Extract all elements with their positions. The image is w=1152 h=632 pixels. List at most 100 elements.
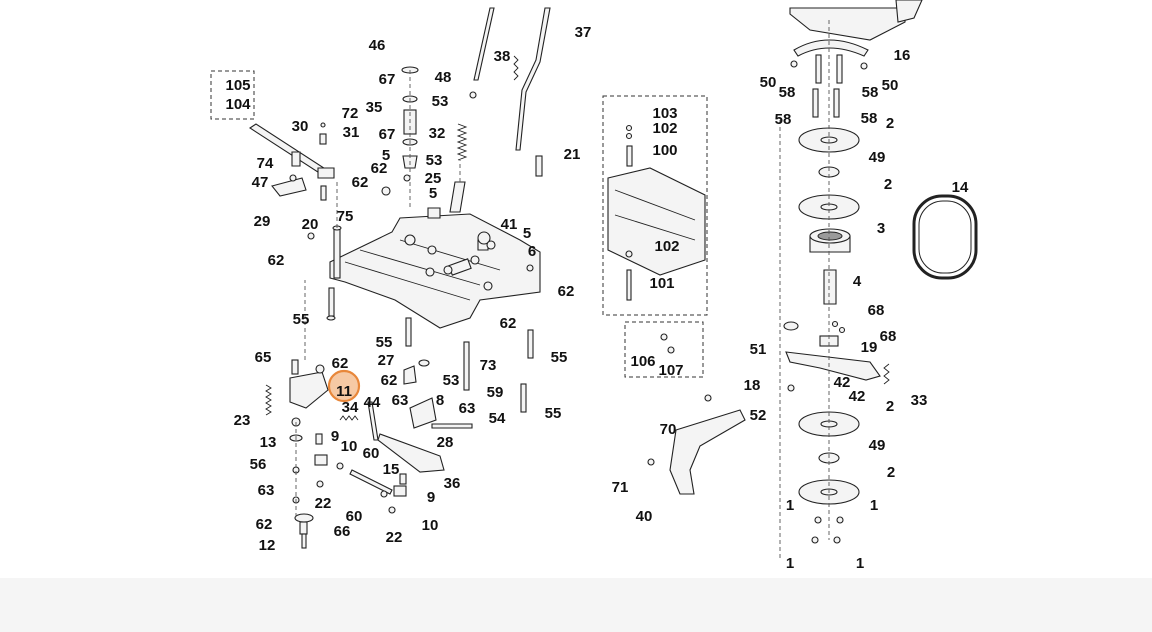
callout-56: 56 xyxy=(250,456,267,473)
callout-68: 68 xyxy=(868,302,885,319)
callout-9: 9 xyxy=(331,428,339,445)
callout-32: 32 xyxy=(429,125,446,142)
callout-16: 16 xyxy=(894,47,911,64)
inset-plate-assembly xyxy=(607,124,706,354)
bottom-band xyxy=(0,578,1152,632)
callout-47: 47 xyxy=(252,174,269,191)
callout-11[interactable]: 11 xyxy=(336,383,352,400)
callout-1: 1 xyxy=(786,555,794,572)
callout-10: 10 xyxy=(422,517,439,534)
callout-20: 20 xyxy=(302,216,319,233)
callout-2: 2 xyxy=(887,464,895,481)
callout-58: 58 xyxy=(775,111,792,128)
callout-5: 5 xyxy=(429,185,437,202)
callout-29: 29 xyxy=(254,213,271,230)
callout-12: 12 xyxy=(259,537,276,554)
callout-54: 54 xyxy=(489,410,506,427)
callout-2: 2 xyxy=(886,398,894,415)
arm-40 xyxy=(669,409,746,495)
callout-101: 101 xyxy=(649,275,674,292)
callout-49: 49 xyxy=(869,437,886,454)
callout-44: 44 xyxy=(364,394,381,411)
callout-1: 1 xyxy=(856,555,864,572)
callout-62: 62 xyxy=(256,516,273,533)
callout-58: 58 xyxy=(861,110,878,127)
callout-62: 62 xyxy=(381,372,398,389)
callout-40: 40 xyxy=(636,508,653,525)
callout-21: 21 xyxy=(564,146,581,163)
callout-6: 6 xyxy=(528,243,536,260)
callout-63: 63 xyxy=(392,392,409,409)
callout-5: 5 xyxy=(382,147,390,164)
callout-46: 46 xyxy=(369,37,386,54)
callout-30: 30 xyxy=(292,118,309,135)
callout-71: 71 xyxy=(612,479,629,496)
callout-59: 59 xyxy=(487,384,504,401)
callout-5: 5 xyxy=(523,225,531,242)
callout-22: 22 xyxy=(386,529,403,546)
callout-68: 68 xyxy=(880,328,897,345)
belt-14 xyxy=(912,194,978,280)
callout-41: 41 xyxy=(501,216,518,233)
callout-72: 72 xyxy=(342,105,359,122)
callout-75: 75 xyxy=(337,208,354,225)
callout-1: 1 xyxy=(870,497,878,514)
highlight-circle xyxy=(327,369,361,403)
shift-lever-37 xyxy=(515,7,551,151)
callout-102: 102 xyxy=(654,238,679,255)
callout-51: 51 xyxy=(750,341,767,358)
callout-55: 55 xyxy=(545,405,562,422)
shift-arm-11 xyxy=(289,371,329,409)
callout-52: 52 xyxy=(750,407,767,424)
callout-18: 18 xyxy=(744,377,761,394)
callout-53: 53 xyxy=(426,152,443,169)
callout-104: 104 xyxy=(225,96,251,113)
callout-2: 2 xyxy=(884,176,892,193)
callout-36: 36 xyxy=(444,475,461,492)
callout-49: 49 xyxy=(869,149,886,166)
callout-63: 63 xyxy=(459,400,476,417)
callout-34: 34 xyxy=(342,399,359,416)
callout-65: 65 xyxy=(255,349,272,366)
callout-62: 62 xyxy=(332,355,349,372)
callout-62: 62 xyxy=(500,315,517,332)
callout-70: 70 xyxy=(660,421,677,438)
callout-67: 67 xyxy=(379,126,396,143)
callout-27: 27 xyxy=(378,352,395,369)
callout-42: 42 xyxy=(834,374,851,391)
callout-38: 38 xyxy=(494,48,511,65)
callout-31: 31 xyxy=(343,124,360,141)
callout-9: 9 xyxy=(427,489,435,506)
callout-62: 62 xyxy=(268,252,285,269)
callout-53: 53 xyxy=(432,93,449,110)
callout-50: 50 xyxy=(760,74,777,91)
callout-15: 15 xyxy=(383,461,400,478)
callout-106: 106 xyxy=(630,353,655,370)
callout-62: 62 xyxy=(352,174,369,191)
callout-62: 62 xyxy=(558,283,575,300)
callout-37: 37 xyxy=(575,24,592,41)
inset-box-100-103 xyxy=(602,95,708,316)
callout-25: 25 xyxy=(425,170,442,187)
callout-19: 19 xyxy=(861,339,878,356)
callout-50: 50 xyxy=(882,77,899,94)
callout-53: 53 xyxy=(443,372,460,389)
callout-2: 2 xyxy=(886,115,894,132)
callout-10: 10 xyxy=(341,438,358,455)
callout-23: 23 xyxy=(234,412,251,429)
callout-4: 4 xyxy=(853,273,862,290)
callout-105: 105 xyxy=(225,77,250,94)
callout-60: 60 xyxy=(363,445,380,462)
inset-box-106-107 xyxy=(624,321,704,378)
callout-73: 73 xyxy=(480,357,497,374)
callout-100: 100 xyxy=(652,142,677,159)
callout-33: 33 xyxy=(911,392,928,409)
callout-63: 63 xyxy=(258,482,275,499)
callout-103: 103 xyxy=(652,105,677,122)
callout-55: 55 xyxy=(293,311,310,328)
callout-28: 28 xyxy=(437,434,454,451)
callout-3: 3 xyxy=(877,220,885,237)
callout-1: 1 xyxy=(786,497,794,514)
callout-102: 102 xyxy=(652,120,677,137)
